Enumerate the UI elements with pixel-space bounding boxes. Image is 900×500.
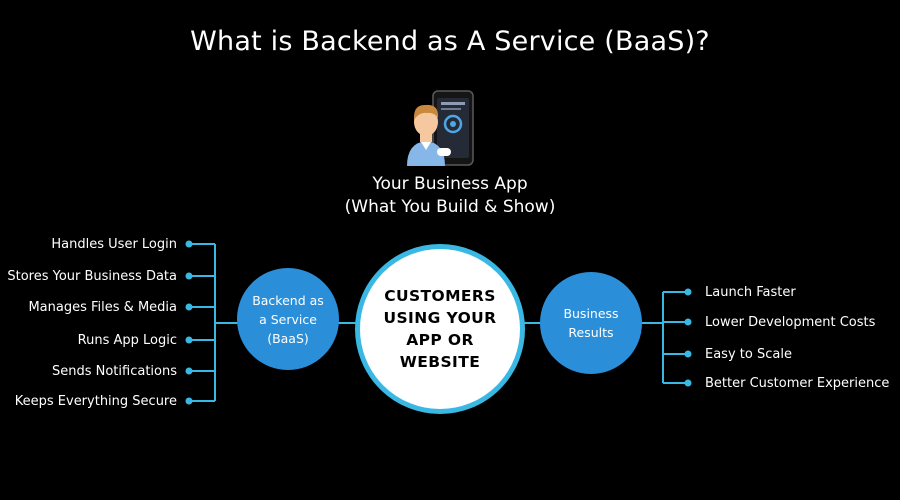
- right-dot-1: [684, 288, 692, 296]
- right-dot-3: [684, 350, 692, 358]
- left-dot-4: [185, 336, 193, 344]
- left-dot-5: [185, 367, 193, 375]
- backend-function-6: Keeps Everything Secure: [14, 394, 177, 409]
- backend-function-4: Runs App Logic: [77, 333, 177, 348]
- baas-node-line3: (BaaS): [267, 330, 309, 346]
- diagram-title: What is Backend as A Service (BaaS)?: [190, 26, 710, 57]
- app-label-line1: Your Business App: [372, 174, 528, 194]
- baas-node-line1: Backend as: [252, 292, 324, 308]
- results-node-line2: Results: [568, 325, 614, 340]
- business-result-4: Better Customer Experience: [705, 376, 890, 391]
- customers-node-text: CUSTOMERS USING YOUR APP OR WEBSITE: [383, 287, 497, 371]
- person-with-phone-icon: [407, 90, 474, 166]
- app-label-line2: (What You Build & Show): [344, 197, 556, 217]
- left-dot-1: [185, 240, 193, 248]
- business-result-3: Easy to Scale: [705, 347, 792, 362]
- results-node-line1: Business: [563, 306, 619, 321]
- customers-node: CUSTOMERS USING YOUR APP OR WEBSITE: [355, 244, 525, 414]
- left-dot-3: [185, 303, 193, 311]
- backend-function-5: Sends Notifications: [51, 364, 177, 379]
- business-result-1: Launch Faster: [705, 285, 796, 300]
- left-dot-6: [185, 397, 193, 405]
- business-result-2: Lower Development Costs: [705, 315, 876, 330]
- right-dot-2: [684, 318, 692, 326]
- backend-function-2: Stores Your Business Data: [7, 269, 177, 284]
- backend-function-3: Manages Files & Media: [28, 300, 177, 315]
- baas-node-line2: a Service: [259, 311, 317, 327]
- backend-function-1: Handles User Login: [51, 237, 177, 252]
- right-dot-4: [684, 379, 692, 387]
- business-results-node: Business Results: [540, 272, 642, 374]
- left-dot-2: [185, 272, 193, 280]
- app-label: Your Business App (What You Build & Show…: [250, 173, 650, 219]
- baas-node: Backend as a Service (BaaS): [237, 268, 339, 370]
